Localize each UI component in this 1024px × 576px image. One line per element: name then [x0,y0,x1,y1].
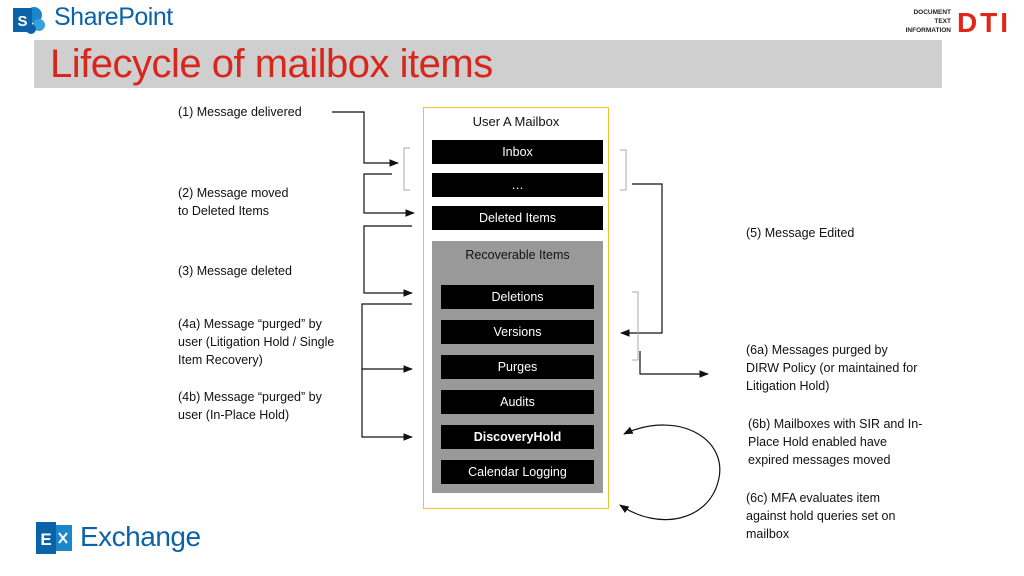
exchange-label: Exchange [80,521,201,552]
label-message-edited: (5) Message Edited [746,226,855,240]
svg-text:DTI: DTI [957,7,1011,35]
folder-discoveryhold: DiscoveryHold [441,425,594,449]
label-message-deleted: (3) Message deleted [178,264,292,278]
arrow-purged-inplace [361,369,413,441]
folder-versions: Versions [441,320,594,344]
bracket-left-inbox [403,147,410,191]
bracket-right-recoverable [632,291,639,361]
sharepoint-label: SharePoint [54,3,173,31]
sharepoint-logo-icon: S [13,7,45,34]
folder-deletions: Deletions [441,285,594,309]
page-title: Lifecycle of mailbox items [50,42,493,86]
folder-calendar-logging: Calendar Logging [441,460,594,484]
folder-deleted-items: Deleted Items [432,206,603,230]
arrow-purged-dirw [639,351,709,378]
svg-text:S: S [17,13,27,30]
mailbox-title: User A Mailbox [472,114,560,129]
title-bar [34,40,942,88]
svg-text:E: E [40,530,51,549]
dti-logo-icon: DTI [954,7,1014,35]
mailbox-container [423,107,609,509]
bracket-right-inbox [620,149,627,191]
arrow-deleted [363,225,413,297]
label-purged-litigation: (4a) Message “purged” by user (Litigatio… [178,317,335,367]
label-purged-dirw: (6a) Messages purged by DIRW Policy (or … [746,343,918,393]
arrow-delivered [332,111,399,167]
arrow-loop-start [623,426,634,435]
arrow-loop-discoveryhold [619,424,721,521]
dti-tagline-line: INFORMATION [905,27,951,34]
label-sir-inplace: (6b) Mailboxes with SIR and In-Place Hol… [748,417,923,467]
dti-tagline: DOCUMENT TEXT INFORMATION [884,8,951,35]
folder-inbox: Inbox [432,140,603,164]
label-moved-to-deleted: (2) Message moved to Deleted Items [178,186,289,218]
dti-tagline-line: TEXT [934,18,951,25]
recoverable-items-title: Recoverable Items [465,248,570,262]
exchange-logo-icon: E [36,522,72,554]
dti-tagline-line: DOCUMENT [913,9,951,16]
label-message-delivered: (1) Message delivered [178,105,302,119]
label-purged-inplace: (4b) Message “purged” by user (In-Place … [178,390,322,422]
arrow-edited [620,183,663,337]
arrow-purged-litigation [361,303,413,373]
label-mfa-evaluates: (6c) MFA evaluates item against hold que… [746,491,896,541]
folder-ellipsis: … [432,173,603,197]
folder-purges: Purges [441,355,594,379]
arrow-moved [363,173,415,217]
folder-audits: Audits [441,390,594,414]
